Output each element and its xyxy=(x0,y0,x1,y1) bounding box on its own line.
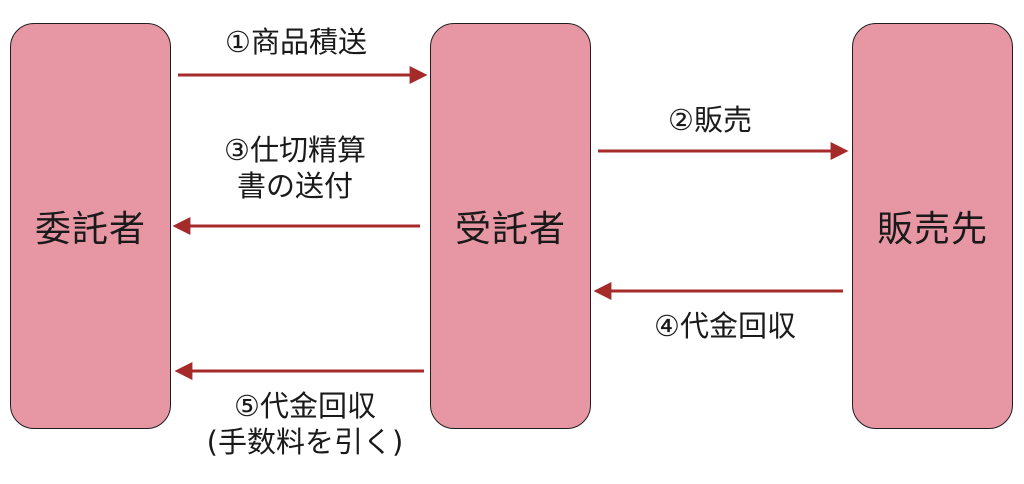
consignee-label: 受託者 xyxy=(454,209,566,250)
consignor-box: 委託者 xyxy=(10,23,171,429)
label-statement-line1: ③仕切精算 xyxy=(224,133,366,167)
consignor-label: 委託者 xyxy=(34,209,146,250)
label-shipment-text: ①商品積送 xyxy=(225,25,367,59)
label-shipment: ①商品積送 xyxy=(196,24,396,60)
label-collection-consignor-line1: ⑤代金回収 xyxy=(234,389,376,423)
label-sale: ②販売 xyxy=(630,102,790,138)
label-statement-line2: 書の送付 xyxy=(236,169,353,203)
label-collection-buyer-text: ④代金回収 xyxy=(654,309,796,343)
label-statement: ③仕切精算 書の送付 xyxy=(190,132,400,204)
label-collection-buyer: ④代金回収 xyxy=(625,308,825,344)
consignee-box: 受託者 xyxy=(430,23,591,429)
label-sale-text: ②販売 xyxy=(668,103,752,137)
buyer-box: 販売先 xyxy=(852,23,1013,429)
label-collection-consignor: ⑤代金回収 (手数料を引く) xyxy=(190,388,420,460)
buyer-label: 販売先 xyxy=(876,209,988,250)
label-collection-consignor-line2: (手数料を引く) xyxy=(206,425,404,459)
